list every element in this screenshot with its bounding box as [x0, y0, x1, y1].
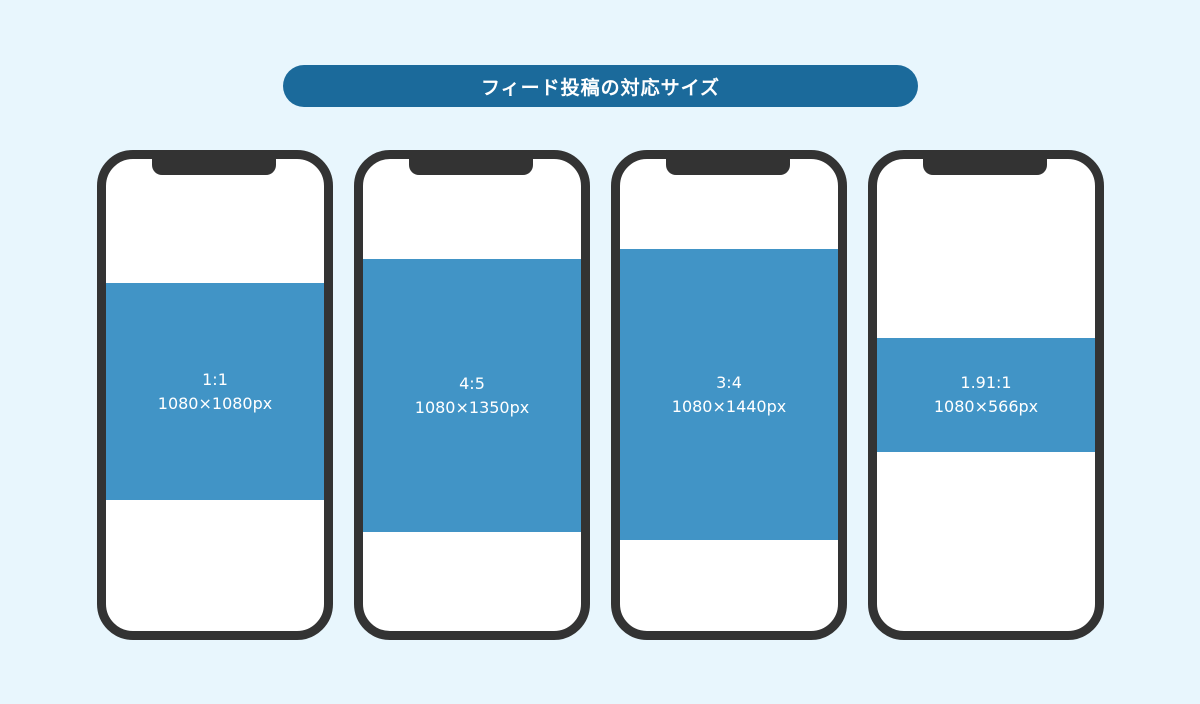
media-area: 1.91:1 1080×566px [877, 338, 1095, 452]
notch [666, 159, 790, 175]
media-area: 4:5 1080×1350px [363, 259, 581, 532]
page-title: フィード投稿の対応サイズ [283, 65, 918, 107]
ratio-label: 4:5 [459, 373, 485, 393]
media-area: 3:4 1080×1440px [620, 249, 838, 540]
size-label: 1080×1440px [671, 396, 787, 416]
phone-3-4: 3:4 1080×1440px [611, 150, 847, 640]
phone-1-91-1: 1.91:1 1080×566px [868, 150, 1104, 640]
size-label: 1080×1350px [414, 397, 530, 417]
notch [409, 159, 533, 175]
size-label: 1080×566px [933, 397, 1039, 416]
phone-4-5: 4:5 1080×1350px [354, 150, 590, 640]
phone-1-1: 1:1 1080×1080px [97, 150, 333, 640]
notch [923, 159, 1047, 175]
ratio-label: 1.91:1 [960, 373, 1012, 392]
notch [152, 159, 276, 175]
media-area: 1:1 1080×1080px [106, 283, 324, 500]
size-label: 1080×1080px [157, 393, 273, 413]
ratio-label: 3:4 [716, 372, 742, 392]
ratio-label: 1:1 [202, 369, 228, 389]
